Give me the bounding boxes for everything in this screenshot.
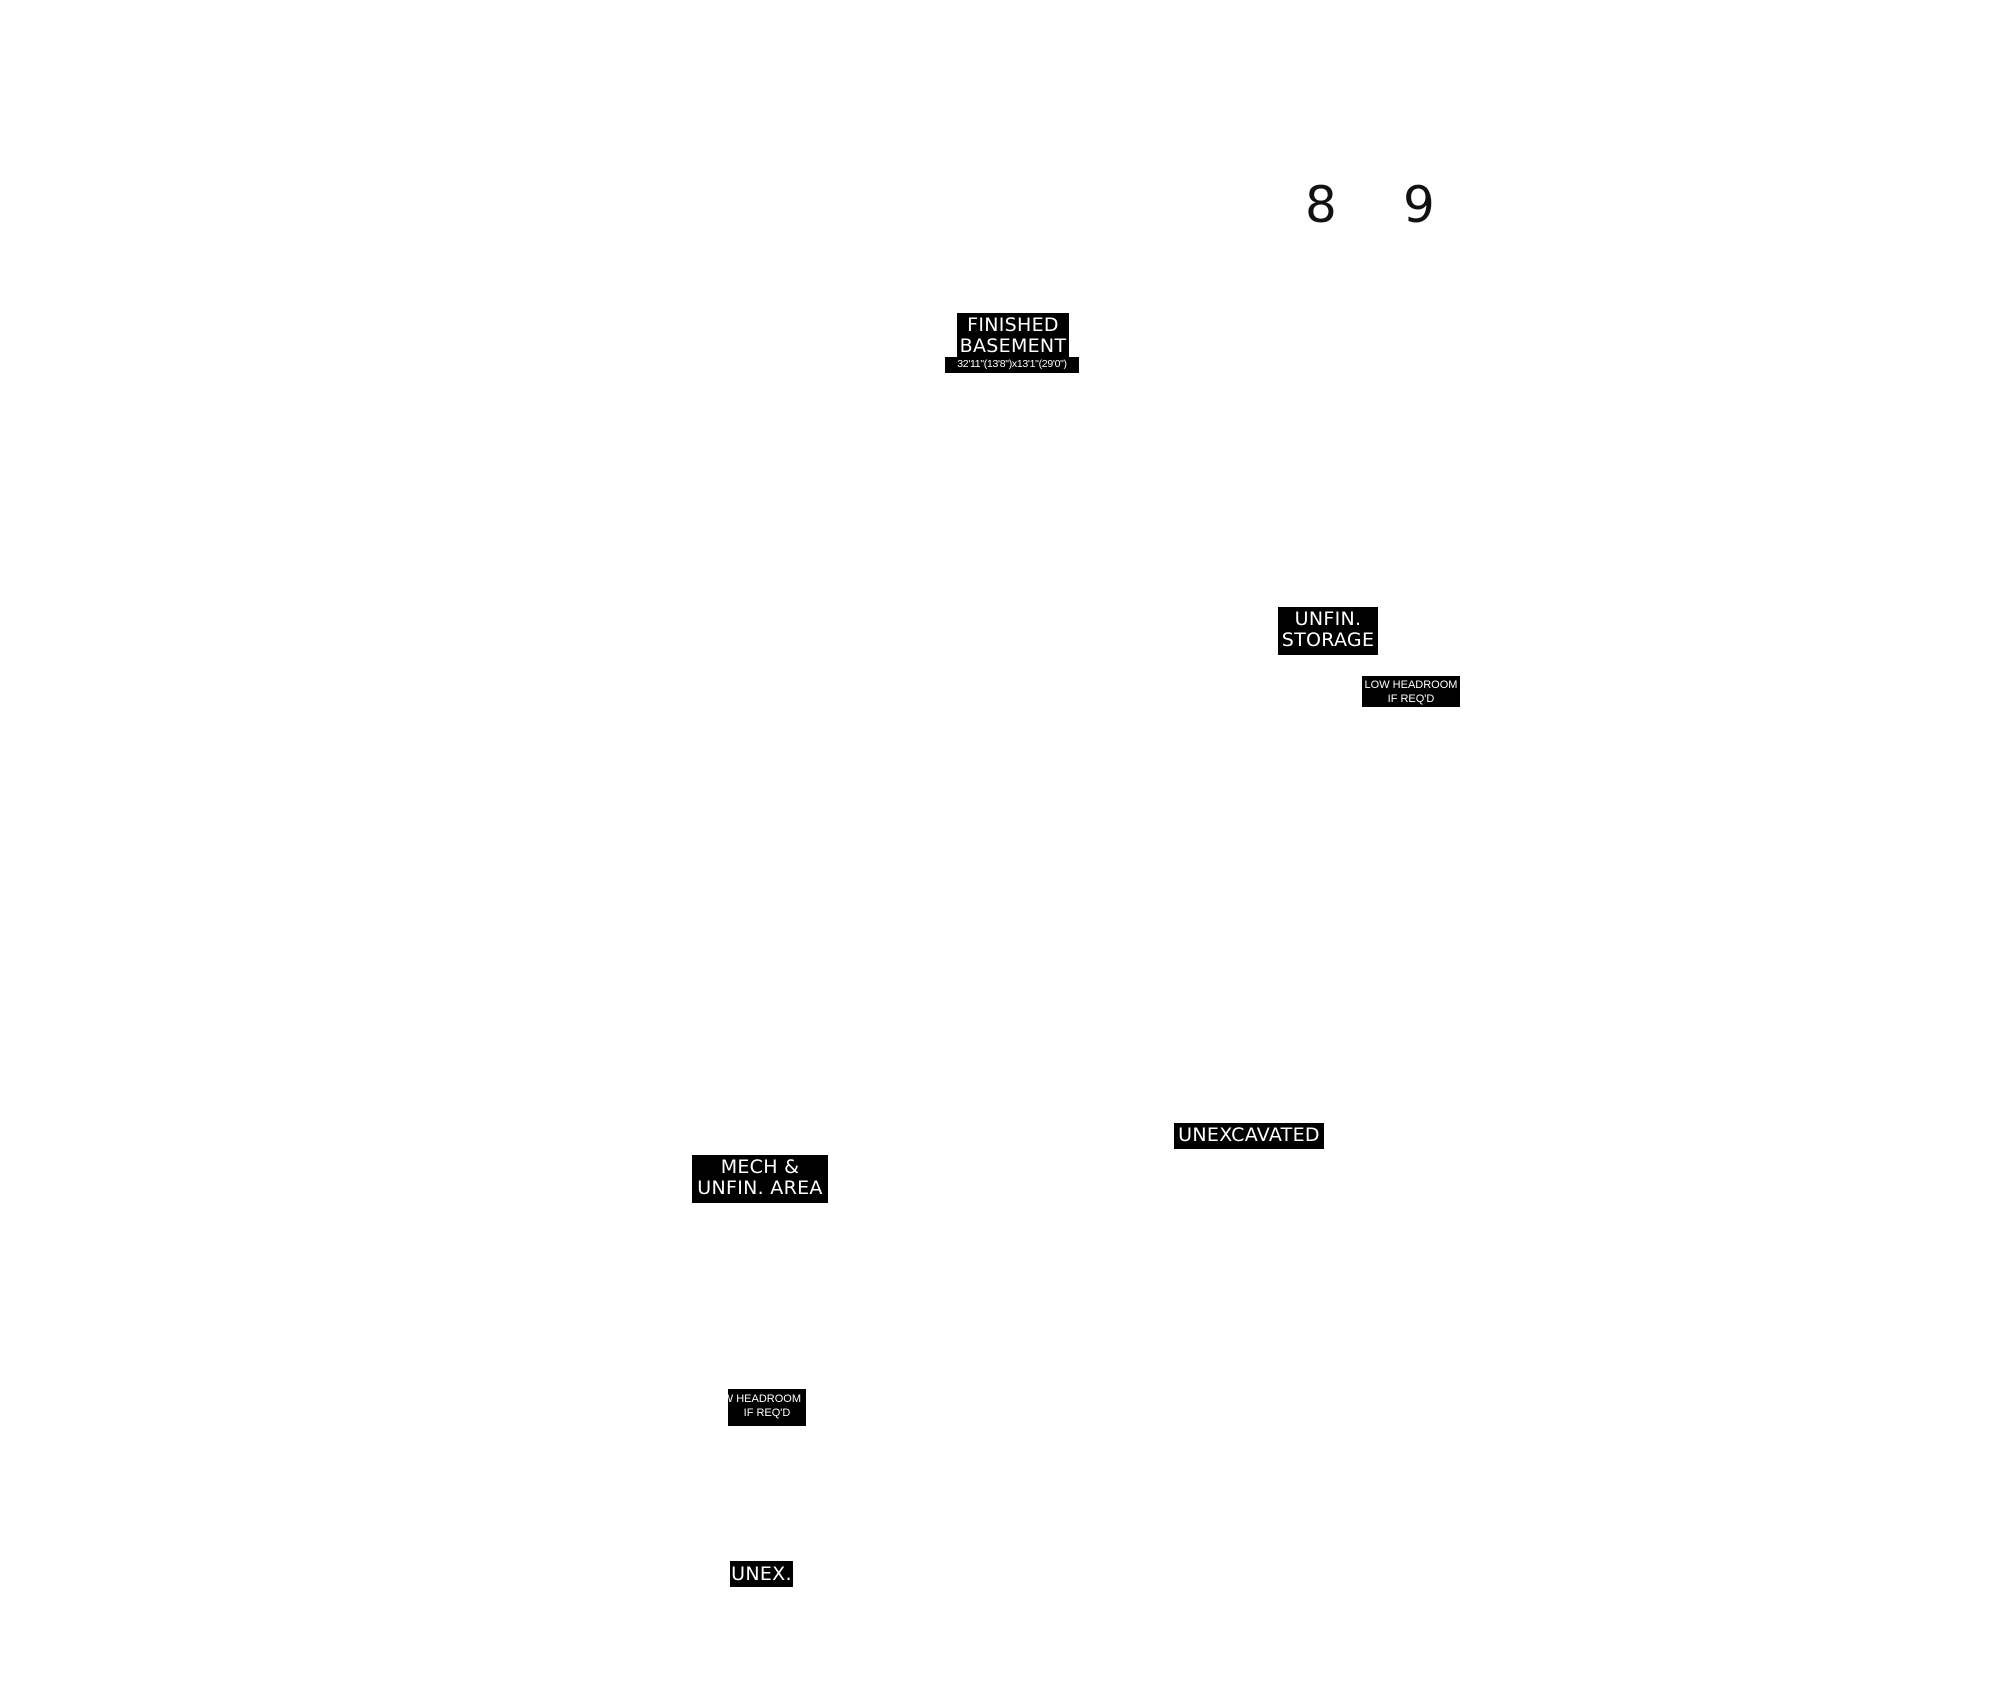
unex-label: UNEX. (730, 1561, 793, 1587)
finished-basement-label: FINISHED BASEMENT (957, 313, 1069, 360)
low-headroom-right-line2: IF REQ'D (1387, 693, 1435, 705)
unfin-storage-line1: UNFIN. (1294, 608, 1362, 630)
unex-text: UNEX. (731, 1563, 792, 1585)
mech-unfin-area-label: MECH & UNFIN. AREA (692, 1155, 828, 1203)
unexcavated-label: UNEXCAVATED (1174, 1123, 1324, 1149)
mech-unfin-area-line1: MECH & (720, 1156, 800, 1178)
marker-9: 9 (1403, 176, 1435, 234)
finished-basement-dimensions: 32'11"(13'8")x13'1"(29'0") (945, 357, 1079, 373)
mech-unfin-area-line2: UNFIN. AREA (697, 1177, 823, 1199)
finished-basement-line2: BASEMENT (959, 335, 1067, 357)
finished-basement-line1: FINISHED (967, 314, 1059, 336)
unfin-storage-line2: STORAGE (1281, 629, 1375, 651)
finished-basement-dimensions-text: 32'11"(13'8")x13'1"(29'0") (957, 358, 1067, 370)
marker-8: 8 (1305, 176, 1337, 234)
unexcavated-text: UNEXCAVATED (1178, 1124, 1320, 1146)
low-headroom-right-line1: LOW HEADROOM (1364, 679, 1458, 691)
low-headroom-left-label: LOW HEADROOM IF REQ'D (728, 1389, 806, 1426)
unfin-storage-label: UNFIN. STORAGE (1278, 607, 1378, 655)
low-headroom-right-label: LOW HEADROOM IF REQ'D (1362, 676, 1460, 707)
low-headroom-left-line1: LOW HEADROOM (728, 1393, 801, 1405)
low-headroom-left-line2: IF REQ'D (743, 1407, 791, 1419)
